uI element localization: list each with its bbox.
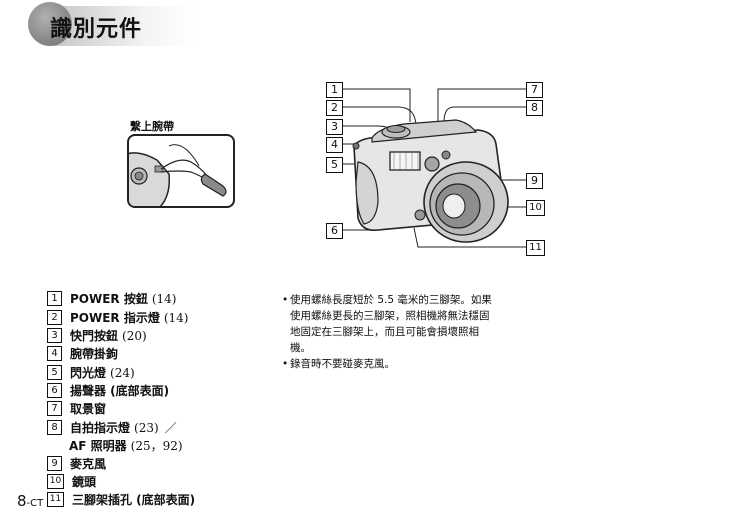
part-label: POWER 按鈕	[70, 292, 148, 306]
callout-10: 10	[526, 200, 545, 216]
part-number: 11	[47, 492, 64, 507]
notes-list: 使用螺絲長度短於 5.5 毫米的三腳架。如果使用螺絲更長的三腳架，照相機將無法穩…	[282, 292, 492, 372]
list-item: 6 揚聲器 (底部表面)	[47, 382, 173, 399]
list-item: 9 麥克風	[47, 455, 110, 472]
part-number: 8	[47, 420, 62, 435]
separator: ／	[164, 421, 177, 435]
camera-illustration	[340, 88, 526, 248]
list-item: 5 閃光燈(24)	[47, 364, 135, 381]
callout-4: 4	[326, 137, 343, 153]
callout-2: 2	[326, 100, 343, 116]
part-label: 三腳架插孔 (底部表面)	[72, 493, 196, 507]
part-number: 5	[47, 365, 62, 380]
callout-6: 6	[326, 223, 343, 239]
callout-5: 5	[326, 157, 343, 173]
list-item: 2 POWER 指示燈(14)	[47, 309, 189, 326]
page-title: 識別元件	[50, 17, 143, 42]
part-number: 6	[47, 383, 62, 398]
part-label: 取景窗	[70, 402, 107, 416]
page-number: 8-CT	[17, 492, 43, 510]
callout-9: 9	[526, 173, 543, 189]
list-item: 10 鏡頭	[47, 473, 100, 490]
list-item: 1 POWER 按鈕(14)	[47, 290, 177, 307]
callout-11: 11	[526, 240, 545, 256]
page-ref: (20)	[122, 328, 147, 343]
note-item: 錄音時不要碰麥克風。	[282, 356, 492, 372]
part-number: 1	[47, 291, 62, 306]
page-ref: (23)	[134, 420, 159, 435]
part-label: 快門按鈕	[70, 329, 119, 343]
page-ref: (14)	[163, 310, 189, 325]
strap-caption: 繫上腕帶	[130, 120, 174, 133]
part-label: 鏡頭	[72, 475, 97, 489]
list-item: 11 三腳架插孔 (底部表面)	[47, 491, 199, 508]
page-ref: (25，92)	[130, 439, 183, 453]
part-label: POWER 指示燈	[70, 311, 160, 325]
part-number: 3	[47, 328, 62, 343]
title-decoration	[28, 2, 72, 46]
page-number-suffix: -CT	[26, 498, 44, 509]
callout-1: 1	[326, 82, 343, 98]
part-label: 腕帶掛鉤	[70, 347, 119, 361]
page-number-value: 8	[17, 492, 27, 510]
part-label: AF 照明器	[69, 439, 127, 453]
part-label: 揚聲器 (底部表面)	[70, 384, 170, 398]
callout-8: 8	[526, 100, 543, 116]
part-number: 4	[47, 346, 62, 361]
list-item: 4 腕帶掛鉤	[47, 345, 122, 362]
part-number: 2	[47, 310, 62, 325]
callout-7: 7	[526, 82, 543, 98]
note-item: 使用螺絲長度短於 5.5 毫米的三腳架。如果使用螺絲更長的三腳架，照相機將無法穩…	[282, 292, 492, 356]
page-ref: (24)	[110, 365, 135, 380]
part-label: 自拍指示燈	[70, 421, 131, 435]
list-item: 3 快門按鈕(20)	[47, 327, 147, 344]
list-item: 7 取景窗	[47, 400, 110, 417]
list-item-continuation: AF 照明器(25，92)	[69, 437, 183, 454]
strap-illustration	[127, 134, 235, 208]
list-item: 8 自拍指示燈(23) ／	[47, 419, 177, 436]
part-number: 7	[47, 401, 62, 416]
part-label: 閃光燈	[70, 366, 107, 380]
part-number: 9	[47, 456, 62, 471]
callout-3: 3	[326, 119, 343, 135]
strap-drawing	[129, 144, 227, 206]
page-ref: (14)	[151, 291, 177, 306]
part-label: 麥克風	[70, 457, 107, 471]
part-number: 10	[47, 474, 64, 489]
